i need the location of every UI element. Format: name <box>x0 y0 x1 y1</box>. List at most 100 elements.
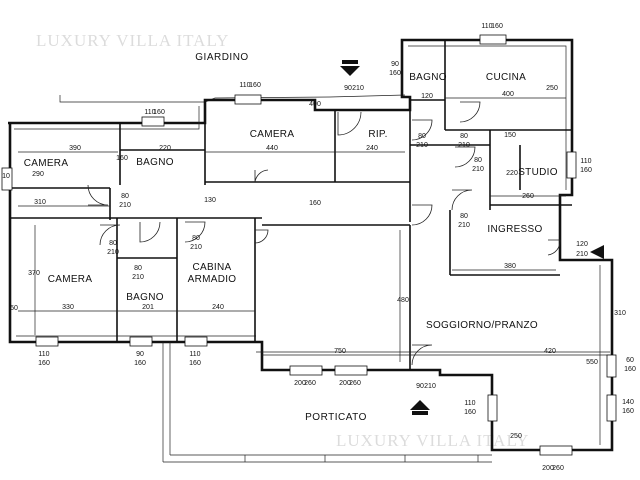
svg-text:260: 260 <box>552 465 564 472</box>
svg-text:90: 90 <box>416 383 424 390</box>
svg-text:160: 160 <box>580 167 592 174</box>
porch-label: PORTICATO <box>305 412 367 423</box>
dim-label: 220 <box>159 145 171 152</box>
porch-entrance-arrow-icon <box>410 400 430 410</box>
svg-text:10: 10 <box>2 173 10 180</box>
svg-text:160: 160 <box>389 70 401 77</box>
room-label-soggiorno: SOGGIORNO/PRANZO <box>426 320 538 331</box>
dim-label: 440 <box>266 145 278 152</box>
dim-label: 750 <box>334 348 346 355</box>
svg-text:160: 160 <box>153 109 165 116</box>
svg-text:210: 210 <box>576 251 588 258</box>
svg-text:160: 160 <box>622 408 634 415</box>
dim-label: 310 <box>614 310 626 317</box>
windows <box>1 34 617 456</box>
dim-label: 380 <box>504 263 516 270</box>
svg-text:210: 210 <box>107 249 119 256</box>
opening-labels: 110 160 110 160 110 160 90 210 90 160 10… <box>2 23 636 472</box>
dim-label: 240 <box>212 304 224 311</box>
dim-label: 330 <box>62 304 74 311</box>
svg-text:90: 90 <box>344 85 352 92</box>
dim-label: 150 <box>504 132 516 139</box>
dim-label: 310 <box>34 199 46 206</box>
dim-label: 250 <box>546 85 558 92</box>
svg-text:80: 80 <box>460 133 468 140</box>
dimension-labels: 390 220 160 290 310 440 400 240 130 160 … <box>10 85 626 440</box>
svg-text:60: 60 <box>626 357 634 364</box>
svg-text:90: 90 <box>391 61 399 68</box>
entrance-arrow-icon <box>340 66 360 76</box>
svg-text:140: 140 <box>622 399 634 406</box>
internal-walls <box>10 40 572 370</box>
svg-text:160: 160 <box>38 360 50 367</box>
svg-text:210: 210 <box>190 244 202 251</box>
room-label-camera-bottom: CAMERA <box>48 274 93 285</box>
svg-text:110: 110 <box>38 351 49 358</box>
porch-outline <box>162 342 610 463</box>
outer-wall-inner <box>14 106 200 130</box>
svg-text:110: 110 <box>481 23 492 30</box>
svg-text:260: 260 <box>349 380 361 387</box>
dim-label: 370 <box>28 270 40 277</box>
svg-text:110: 110 <box>144 109 155 116</box>
room-label-cucina: CUCINA <box>486 72 526 83</box>
svg-text:210: 210 <box>424 383 436 390</box>
dim-label: 160 <box>116 155 128 162</box>
svg-text:210: 210 <box>458 142 470 149</box>
dim-label: 50 <box>10 305 18 312</box>
garden-label: GIARDINO <box>195 52 248 63</box>
svg-text:210: 210 <box>458 222 470 229</box>
svg-text:90: 90 <box>136 351 144 358</box>
dim-label: 240 <box>366 145 378 152</box>
dim-label: 160 <box>309 200 321 207</box>
dim-label: 290 <box>32 171 44 178</box>
svg-text:110: 110 <box>464 400 475 407</box>
room-label-ripostiglio: RIP. <box>368 129 387 140</box>
room-label-cabina: CABINA <box>192 262 231 273</box>
room-label-armadio: ARMADIO <box>188 274 237 285</box>
svg-text:160: 160 <box>464 409 476 416</box>
watermark-bottom: LUXURY VILLA ITALY <box>336 431 529 450</box>
room-label-bagno-right: BAGNO <box>409 72 447 83</box>
dim-label: 220 <box>506 170 518 177</box>
svg-text:80: 80 <box>460 213 468 220</box>
dim-label: 130 <box>204 197 216 204</box>
svg-text:160: 160 <box>189 360 201 367</box>
svg-text:80: 80 <box>121 193 129 200</box>
svg-text:200: 200 <box>294 380 306 387</box>
svg-text:200: 200 <box>339 380 351 387</box>
svg-text:80: 80 <box>418 133 426 140</box>
svg-text:80: 80 <box>474 157 482 164</box>
room-label-studio: STUDIO <box>518 167 558 178</box>
dim-label: 550 <box>586 359 598 366</box>
dim-label: 201 <box>142 304 154 311</box>
svg-text:80: 80 <box>134 265 142 272</box>
side-entrance-arrow-icon <box>590 245 604 259</box>
room-label-camera-left: CAMERA <box>24 158 69 169</box>
door-swings <box>87 101 561 366</box>
svg-text:110: 110 <box>580 158 591 165</box>
dim-label: 420 <box>544 348 556 355</box>
dim-label: 120 <box>421 93 433 100</box>
svg-text:210: 210 <box>472 166 484 173</box>
svg-text:80: 80 <box>192 235 200 242</box>
svg-text:200: 200 <box>542 465 554 472</box>
dim-label: 250 <box>510 433 522 440</box>
dimension-lines <box>18 97 610 445</box>
room-label-bagno-top: BAGNO <box>136 157 174 168</box>
outer-wall <box>8 38 614 452</box>
svg-text:160: 160 <box>491 23 503 30</box>
svg-text:120: 120 <box>576 241 588 248</box>
dim-label: 390 <box>69 145 81 152</box>
svg-text:210: 210 <box>119 202 131 209</box>
room-label-camera-top: CAMERA <box>250 129 295 140</box>
dim-label: 400 <box>309 101 321 108</box>
dim-label: 400 <box>502 91 514 98</box>
svg-text:160: 160 <box>249 82 261 89</box>
dim-label: 260 <box>522 193 534 200</box>
svg-text:210: 210 <box>132 274 144 281</box>
svg-text:160: 160 <box>624 366 636 373</box>
svg-text:260: 260 <box>304 380 316 387</box>
svg-text:160: 160 <box>134 360 146 367</box>
room-label-bagno-bottom: BAGNO <box>126 292 164 303</box>
